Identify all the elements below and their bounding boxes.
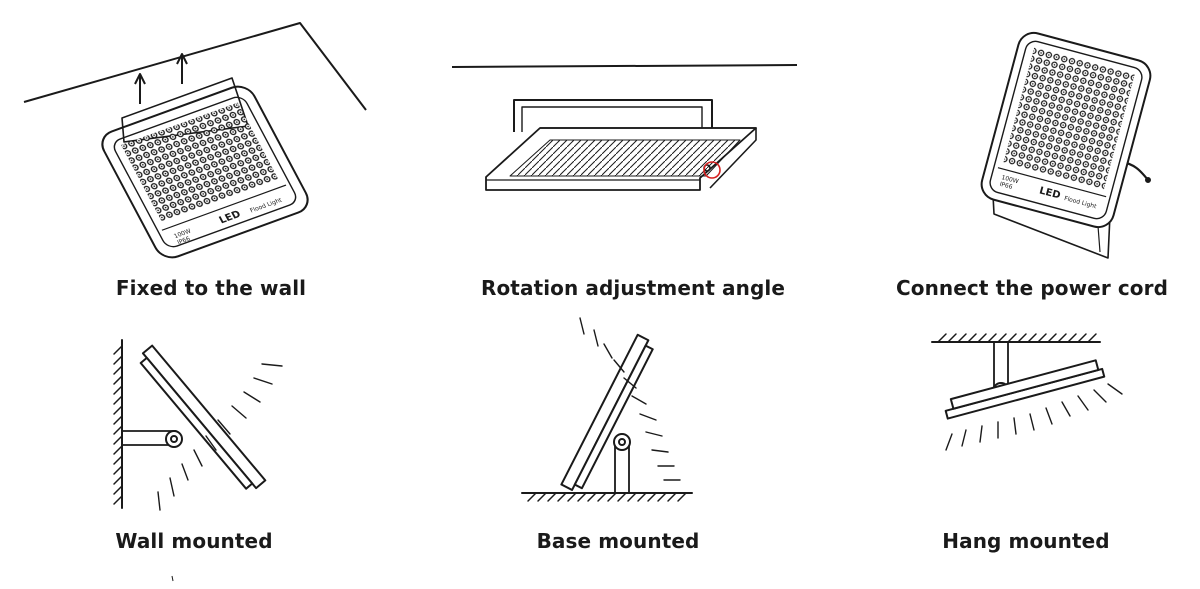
light-rays	[157, 363, 283, 511]
caption-wall-mounted: Wall mounted	[115, 529, 273, 553]
ground-hatching	[527, 492, 687, 502]
wall-mounted-illustration	[113, 339, 283, 511]
caption-hang-mounted: Hang mounted	[942, 529, 1110, 553]
lamp-panel	[560, 333, 654, 491]
caption-rotation-adjustment-angle: Rotation adjustment angle	[480, 276, 786, 300]
led-array	[121, 102, 279, 222]
light-rays	[945, 383, 1123, 451]
floodlight-side	[485, 127, 757, 191]
floodlight-body: LED 100W IP66 Flood Light	[980, 31, 1152, 229]
ceiling-line	[23, 22, 367, 111]
adjustment-screw-highlight	[703, 161, 721, 179]
ip-label: IP66	[999, 181, 1014, 191]
ip-label: IP66	[176, 236, 192, 247]
caption-fixed-to-wall: Fixed to the wall	[115, 276, 307, 300]
product-label: Flood Light	[249, 197, 284, 215]
ceiling-line	[451, 64, 798, 68]
pivot	[613, 433, 631, 451]
lamp-panel	[139, 344, 267, 490]
led-array	[1003, 46, 1135, 190]
light-rays	[579, 317, 681, 481]
up-arrow-icon	[176, 53, 188, 84]
led-label: LED	[1038, 185, 1062, 201]
lamp-panel	[944, 359, 1106, 420]
floodlight-body: LED 100W IP66 Flood Light	[101, 85, 309, 259]
hang-mounted-illustration	[931, 333, 1123, 451]
fixed-to-wall-illustration: LED 100W IP66 Flood Light	[23, 22, 367, 259]
base-mounted-illustration	[521, 317, 693, 502]
power-cord-illustration: LED 100W IP66 Flood Light	[980, 31, 1152, 259]
ceiling-hatching	[937, 333, 1097, 343]
model-label: 100W	[1001, 174, 1020, 185]
caption-base-mounted: Base mounted	[536, 529, 700, 553]
pivot	[165, 430, 183, 448]
up-arrow-icon	[134, 73, 146, 104]
caption-connect-power-cord: Connect the power cord	[895, 276, 1169, 300]
wall-hatching	[113, 345, 123, 505]
rotation-adjustment-illustration	[451, 64, 798, 191]
